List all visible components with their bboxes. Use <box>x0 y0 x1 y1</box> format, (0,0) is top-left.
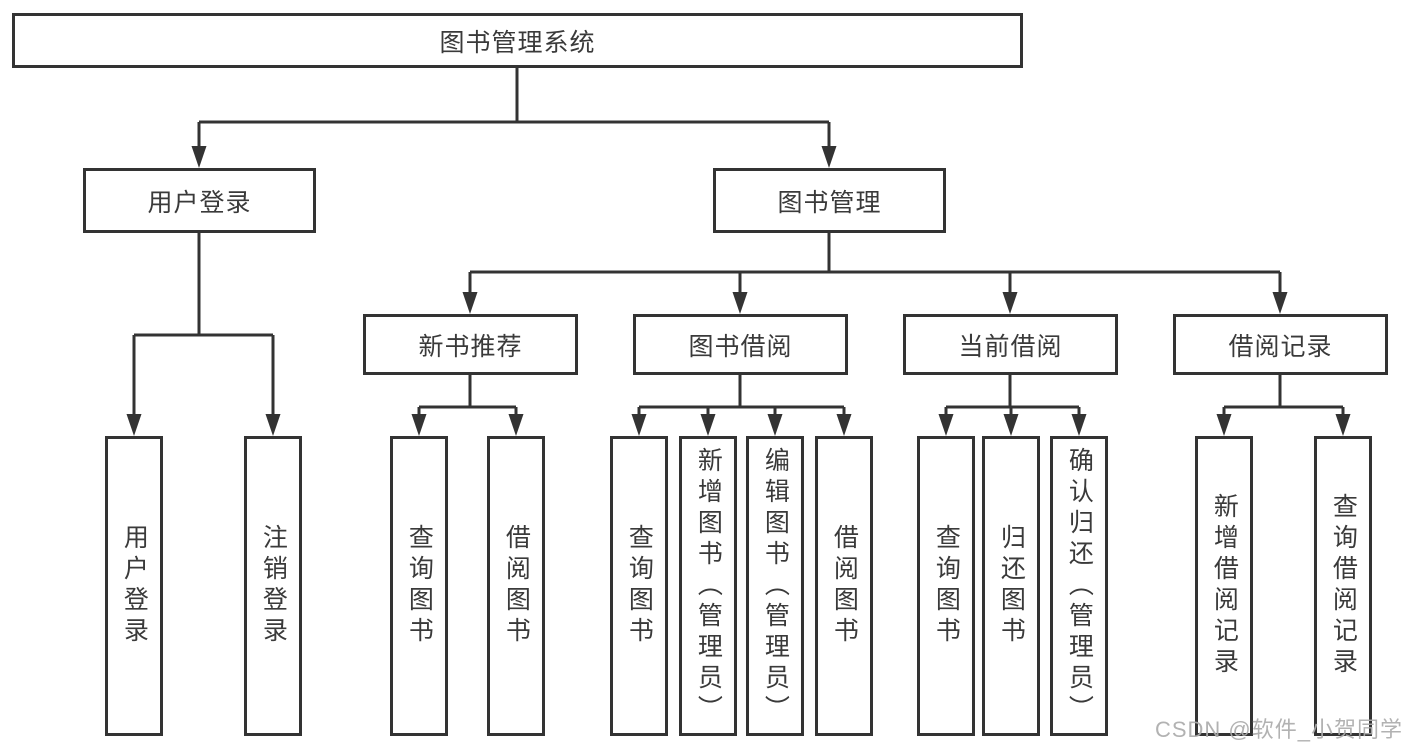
leaf-rec-query-books: 查询图书 <box>390 436 448 736</box>
leaf-rec-borrow-books: 借阅图书 <box>487 436 545 736</box>
node-book-borrow: 图书借阅 <box>633 314 848 375</box>
csdn-watermark: CSDN @软件_小贺同学 <box>1154 717 1403 742</box>
node-system-root: 图书管理系统 <box>12 13 1023 68</box>
connector-mgmt-group <box>468 233 1282 298</box>
leaf-current-confirm-return-admin: 确认归还（管理员） <box>1050 436 1108 736</box>
node-borrow-records: 借阅记录 <box>1173 314 1388 375</box>
leaf-current-return-books: 归还图书 <box>982 436 1040 736</box>
connector-records-group <box>1222 375 1345 420</box>
leaf-records-add-record: 新增借阅记录 <box>1195 436 1253 736</box>
connector-login-group <box>132 233 275 420</box>
leaf-borrow-query-books: 查询图书 <box>610 436 668 736</box>
node-book-management: 图书管理 <box>713 168 946 233</box>
node-new-book-recommend: 新书推荐 <box>363 314 578 375</box>
leaf-logout: 注销登录 <box>244 436 302 736</box>
leaf-borrow-borrow-books: 借阅图书 <box>815 436 873 736</box>
node-current-borrow: 当前借阅 <box>903 314 1118 375</box>
connector-rec-group <box>417 375 518 420</box>
leaf-borrow-edit-books-admin: 编辑图书（管理员） <box>746 436 804 736</box>
leaf-records-query-record: 查询借阅记录 <box>1314 436 1372 736</box>
leaf-user-login: 用户登录 <box>105 436 163 736</box>
leaf-borrow-add-books-admin: 新增图书（管理员） <box>679 436 737 736</box>
connector-root <box>197 68 831 152</box>
arrowheads <box>126 146 1351 436</box>
node-user-login: 用户登录 <box>83 168 316 233</box>
leaf-current-query-books: 查询图书 <box>917 436 975 736</box>
connector-borrow-group <box>637 375 846 420</box>
connector-current-group <box>944 375 1081 420</box>
